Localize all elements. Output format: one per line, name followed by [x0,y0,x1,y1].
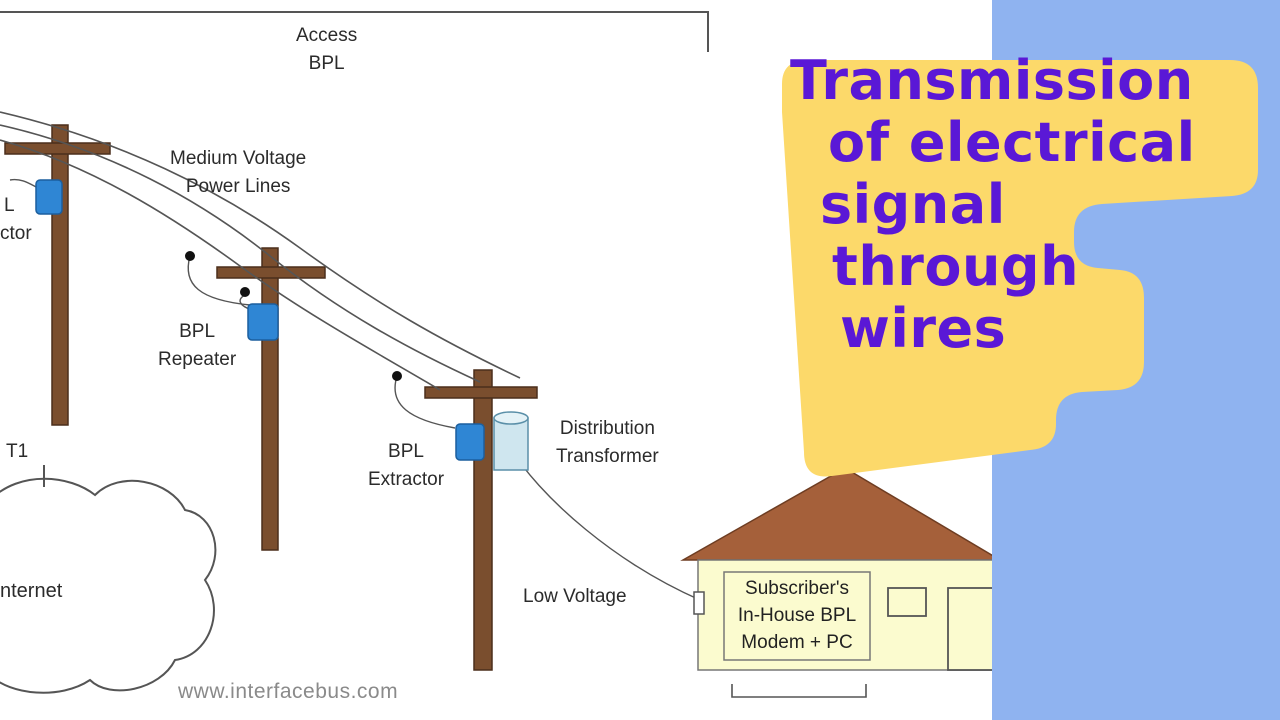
power-inlet [693,591,705,615]
label-t1: T1 [6,441,29,462]
label-access-bpl: Access BPL [296,25,358,74]
label-bpl-repeater: BPL Repeater [158,321,237,370]
label-low-voltage: Low Voltage [523,586,627,607]
pole-3 [473,369,493,671]
access-bpl-bracket [0,11,709,52]
title-highlight [752,52,1272,482]
label-distribution-transformer: Distribution Transformer [556,418,659,467]
extractor-box [455,423,485,461]
pole-1 [51,124,69,426]
medium-voltage-power-lines [0,111,521,391]
repeater-box [247,303,279,341]
label-medium-voltage-power-lines: Medium Voltage Power Lines [170,148,307,197]
title-line-1: Transmission [790,49,1194,112]
title-line-5: wires [840,297,1007,360]
watermark-url: www.interfacebus.com [178,680,399,703]
diagram-drawing [0,11,995,698]
distribution-transformer [493,411,529,471]
title-highlight-shape [782,60,1258,477]
left-extractor-box [35,179,63,215]
crossarm-3 [424,386,538,399]
label-bpl-extractor: BPL Extractor [368,441,445,490]
label-subscriber-modem: Subscriber's In-House BPL Modem + PC [737,578,857,653]
internet-cloud [0,477,217,694]
line-taps [185,251,402,381]
subscriber-house [680,467,995,698]
label-internet: nternet [0,580,63,602]
modem-pc-box [723,571,871,661]
pole-2 [261,247,279,551]
modem-bracket [731,684,867,698]
video-title: Transmission of electrical signal throug… [790,50,1196,360]
house-door [947,587,995,671]
house-window [887,587,927,617]
title-line-2: of electrical [828,111,1196,174]
title-line-4: through [832,235,1080,298]
title-line-3: signal [820,173,1006,236]
crossarm-2 [216,266,326,279]
label-left-extractor: L ctor [0,195,32,244]
bpl-devices [35,179,485,461]
crossarm-1 [4,142,111,155]
